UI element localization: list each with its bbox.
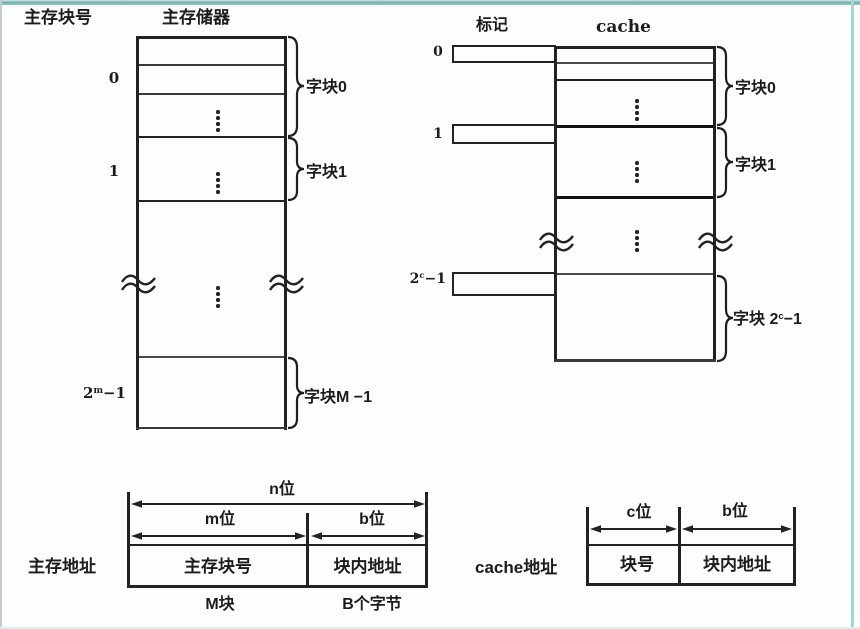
tag-box-1 xyxy=(452,124,556,144)
brace-icon xyxy=(716,274,734,363)
address-tick xyxy=(127,492,130,587)
frame-top-border xyxy=(0,0,860,5)
main-block-number-cell: 主存块号 xyxy=(184,557,252,576)
m-blocks-footer: M块 xyxy=(205,596,235,613)
cache-brace-label-last: 字块 2c−1 xyxy=(733,310,802,328)
ellipsis-dots xyxy=(216,286,220,290)
frame-right-border xyxy=(851,0,854,629)
block-number-cell: 块号 xyxy=(620,555,654,574)
break-squiggle-icon xyxy=(120,274,156,294)
b-bits-label: b位 xyxy=(359,511,385,528)
ellipsis-dots xyxy=(635,161,639,165)
b-bytes-footer: B个字节 xyxy=(342,596,402,613)
cache-brace-label-0: 字块0 xyxy=(735,80,776,97)
ellipsis-dots xyxy=(216,110,220,114)
brace-icon xyxy=(287,356,305,430)
main-memory-title: 主存储器 xyxy=(162,8,230,27)
memory-brace-label-last: 字块M −1 xyxy=(304,389,373,406)
break-squiggle-icon xyxy=(538,232,574,252)
frame-left-border xyxy=(0,0,2,629)
cache-row-label-last: 2c−1 xyxy=(409,270,446,287)
row-line xyxy=(139,200,284,202)
brace-icon xyxy=(287,136,305,202)
brace-icon xyxy=(287,35,305,138)
double-arrow-icon xyxy=(311,532,425,540)
row-line xyxy=(139,64,284,66)
memory-brace-label-1: 字块1 xyxy=(306,164,347,181)
tag-header: 标记 xyxy=(476,17,509,34)
cache-address-row-label: cache地址 xyxy=(475,558,558,577)
address-line xyxy=(586,544,795,546)
memory-brace-label-0: 字块0 xyxy=(306,79,347,96)
double-arrow-icon xyxy=(131,500,425,508)
m-bits-label: m位 xyxy=(204,511,236,528)
main-memory-bottom-edge xyxy=(136,427,287,429)
in-block-address-cell: 块内地址 xyxy=(703,555,771,574)
break-squiggle-icon xyxy=(697,232,733,252)
address-line xyxy=(127,585,428,588)
tag-box-last xyxy=(452,272,556,296)
ellipsis-dots xyxy=(635,230,639,234)
double-arrow-icon xyxy=(590,525,677,533)
n-bits-label: n位 xyxy=(269,481,295,498)
cache-top-edge xyxy=(554,46,716,49)
row-line xyxy=(557,125,713,128)
cache-right-edge xyxy=(713,46,716,362)
row-line xyxy=(557,196,713,199)
cache-left-edge xyxy=(554,46,557,362)
double-arrow-icon xyxy=(131,532,306,540)
address-line xyxy=(127,544,428,546)
tag-box-0 xyxy=(452,45,556,63)
address-tick xyxy=(425,492,428,587)
address-divider xyxy=(678,507,681,586)
c-bits-label: c位 xyxy=(626,504,652,521)
address-divider xyxy=(306,513,309,587)
main-memory-block-number-header: 主存块号 xyxy=(24,8,92,27)
brace-icon xyxy=(716,126,734,199)
ellipsis-dots xyxy=(635,99,639,103)
main-memory-right-edge xyxy=(284,36,287,430)
b-bits-label: b位 xyxy=(722,503,748,520)
double-arrow-icon xyxy=(682,525,792,533)
main-memory-left-edge xyxy=(136,36,139,430)
row-line xyxy=(557,62,713,64)
brace-icon xyxy=(716,45,734,127)
cache-bottom-edge xyxy=(554,359,716,362)
break-squiggle-icon xyxy=(268,274,304,294)
cache-row-label-1: 1 xyxy=(433,126,443,142)
main-address-row-label: 主存地址 xyxy=(28,557,96,576)
cache-title: cache xyxy=(596,17,651,37)
memory-row-label-1: 1 xyxy=(108,162,120,180)
memory-row-label-last: 2m−1 xyxy=(83,384,126,402)
frame-bottom-border xyxy=(0,627,860,629)
in-block-address-cell: 块内地址 xyxy=(333,557,402,576)
row-line xyxy=(557,79,713,82)
row-line xyxy=(139,356,284,358)
cache-brace-label-1: 字块1 xyxy=(735,157,776,174)
memory-row-label-0: 0 xyxy=(108,69,120,87)
main-memory-top-edge xyxy=(136,36,287,39)
row-line xyxy=(139,93,284,95)
address-line xyxy=(586,583,795,586)
address-tick xyxy=(586,507,589,586)
cache-row-label-0: 0 xyxy=(433,44,443,60)
ellipsis-dots xyxy=(216,172,220,176)
row-line xyxy=(557,273,713,275)
row-line xyxy=(139,136,284,138)
address-tick xyxy=(793,507,796,586)
